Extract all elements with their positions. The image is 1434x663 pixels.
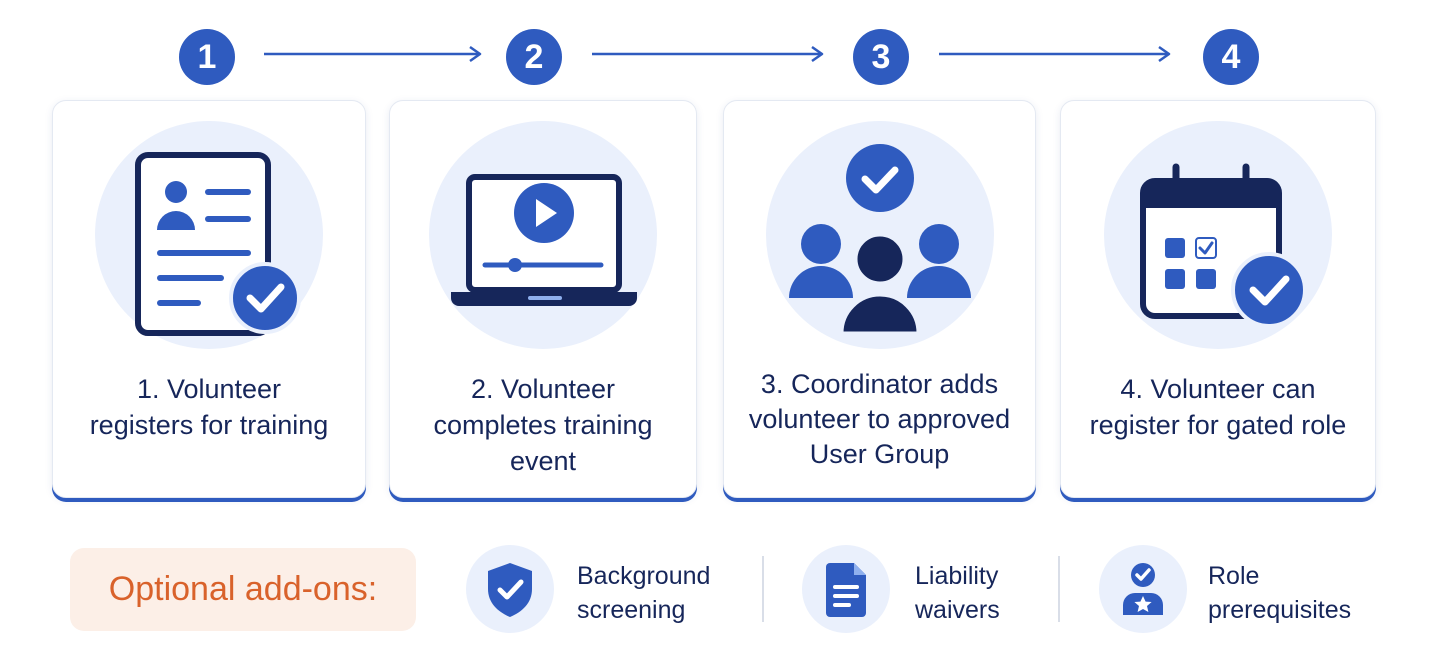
background-screening-icon-circle (466, 545, 554, 633)
badge-star-icon (1123, 563, 1163, 615)
step-3-label: 3. Coordinator adds volunteer to approve… (748, 369, 1011, 469)
optional-addons-title: Optional add-ons: (70, 548, 416, 631)
background-screening-label: Background screening (577, 562, 711, 624)
step-3-card: 3. Coordinator adds volunteer to approve… (723, 100, 1036, 498)
shield-check-icon (488, 563, 532, 617)
step-1-card: 1. Volunteer registers for training (52, 100, 366, 498)
step-1-icon-circle (95, 121, 323, 349)
calendar-check-icon (1140, 163, 1307, 328)
addon-divider-2 (1058, 556, 1060, 622)
step-4-icon-circle (1104, 121, 1332, 349)
role-prerequisites-label: Role prerequisites (1208, 562, 1352, 624)
liability-waivers-icon-circle (802, 545, 890, 633)
step-4-badge: 4 (1203, 29, 1259, 85)
step-2-icon-circle (429, 121, 657, 349)
step-2-badge: 2 (506, 29, 562, 85)
step-3-icon-circle (765, 121, 994, 349)
step-1-label: 1. Volunteer registers for training (89, 374, 329, 440)
laptop-video-icon (451, 174, 637, 306)
role-prerequisites-icon-circle (1099, 545, 1187, 633)
step-1-badge: 1 (179, 29, 235, 85)
addon-divider-1 (762, 556, 764, 622)
arrow-1-to-2 (264, 45, 482, 63)
step-2-label: 2. Volunteer completes training event (433, 374, 653, 476)
step-3-badge: 3 (853, 29, 909, 85)
arrow-3-to-4 (939, 45, 1171, 63)
arrow-2-to-3 (592, 45, 824, 63)
step-2-card: 2. Volunteer completes training event (389, 100, 697, 498)
document-icon (826, 563, 866, 617)
step-4-label: 4. Volunteer can register for gated role (1089, 374, 1347, 440)
registration-form-check-icon (135, 152, 301, 336)
user-group-check-icon (788, 144, 971, 335)
step-4-card: 4. Volunteer can register for gated role (1060, 100, 1376, 498)
liability-waivers-label: Liability waivers (915, 562, 1000, 624)
